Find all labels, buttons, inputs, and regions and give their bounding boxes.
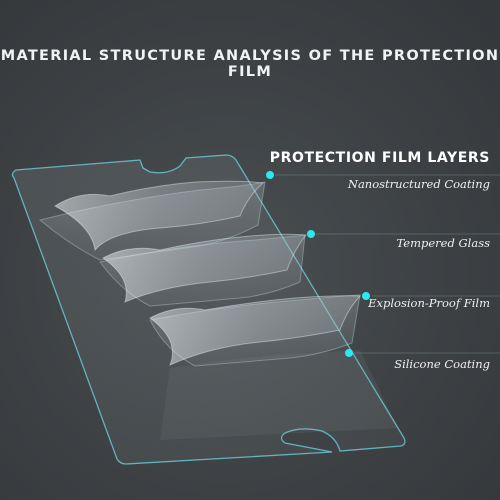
layer-label-explosion-proof-film: Explosion-Proof Film: [368, 296, 490, 310]
layer-label-silicone-coating: Silicone Coating: [394, 357, 490, 371]
peel-curl-1: [54, 180, 265, 252]
marker-dot-4: [345, 349, 353, 357]
peel-curl-2: [102, 233, 307, 303]
marker-dot-2: [307, 230, 315, 238]
layer-label-tempered-glass: Tempered Glass: [396, 236, 491, 250]
layer-silicone-coating: [160, 350, 398, 440]
layers-heading: PROTECTION FILM LAYERS: [269, 150, 490, 166]
layer-label-nanostructured-coating: Nanostructured Coating: [347, 177, 490, 191]
peel-curl-3: [149, 295, 362, 366]
marker-dot-3: [362, 292, 370, 300]
marker-dot-1: [266, 171, 274, 179]
page-title: MATERIAL STRUCTURE ANALYSIS OF THE PROTE…: [0, 48, 500, 80]
